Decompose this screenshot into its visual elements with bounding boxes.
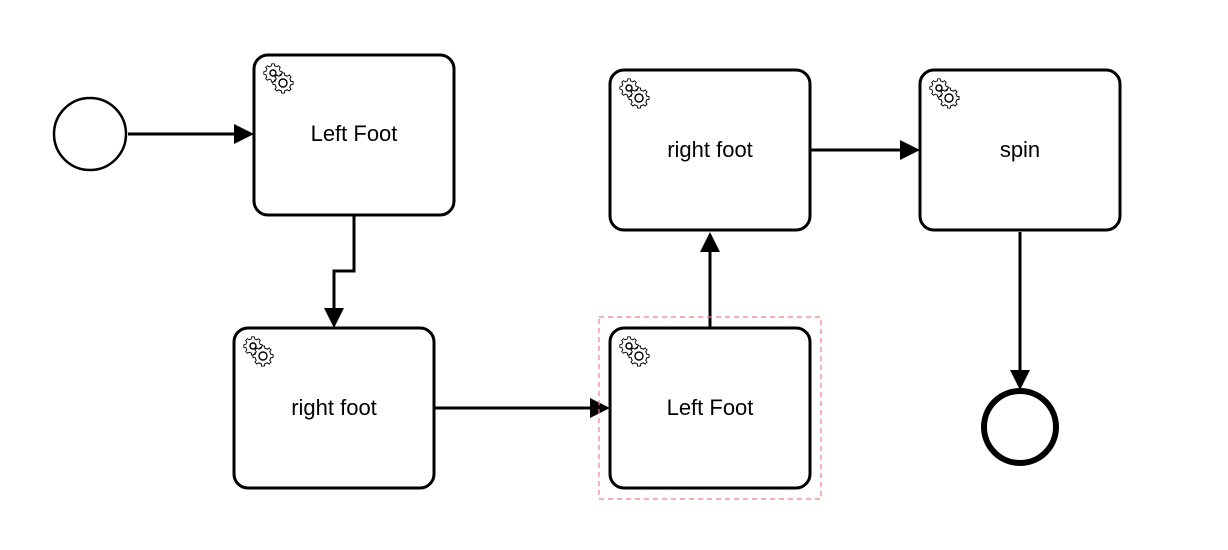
task-label: right foot (291, 395, 377, 420)
task-left-foot-2[interactable]: Left Foot (598, 316, 822, 500)
start-event[interactable] (52, 96, 128, 172)
flow-right-foot-1-to-left-foot-2[interactable] (435, 398, 610, 418)
end-event[interactable] (981, 388, 1059, 466)
flow-left-foot-2-to-right-foot-2[interactable] (700, 232, 720, 328)
task-label: Left Foot (311, 121, 398, 146)
flow-spin-to-end[interactable] (1010, 232, 1030, 390)
task-right-foot-1[interactable]: right foot (232, 326, 436, 490)
flow-right-foot-2-to-spin[interactable] (810, 140, 920, 160)
selection-outline (598, 316, 822, 500)
task-label: Left Foot (667, 395, 754, 420)
task-label: right foot (667, 137, 753, 162)
task-left-foot-1[interactable]: Left Foot (252, 53, 456, 217)
task-label: spin (1000, 137, 1040, 162)
task-right-foot-2[interactable]: right foot (608, 68, 812, 232)
flow-start-to-left-foot-1[interactable] (128, 124, 254, 144)
flow-left-foot-1-to-right-foot-1[interactable] (324, 216, 356, 328)
task-spin[interactable]: spin (918, 68, 1122, 232)
